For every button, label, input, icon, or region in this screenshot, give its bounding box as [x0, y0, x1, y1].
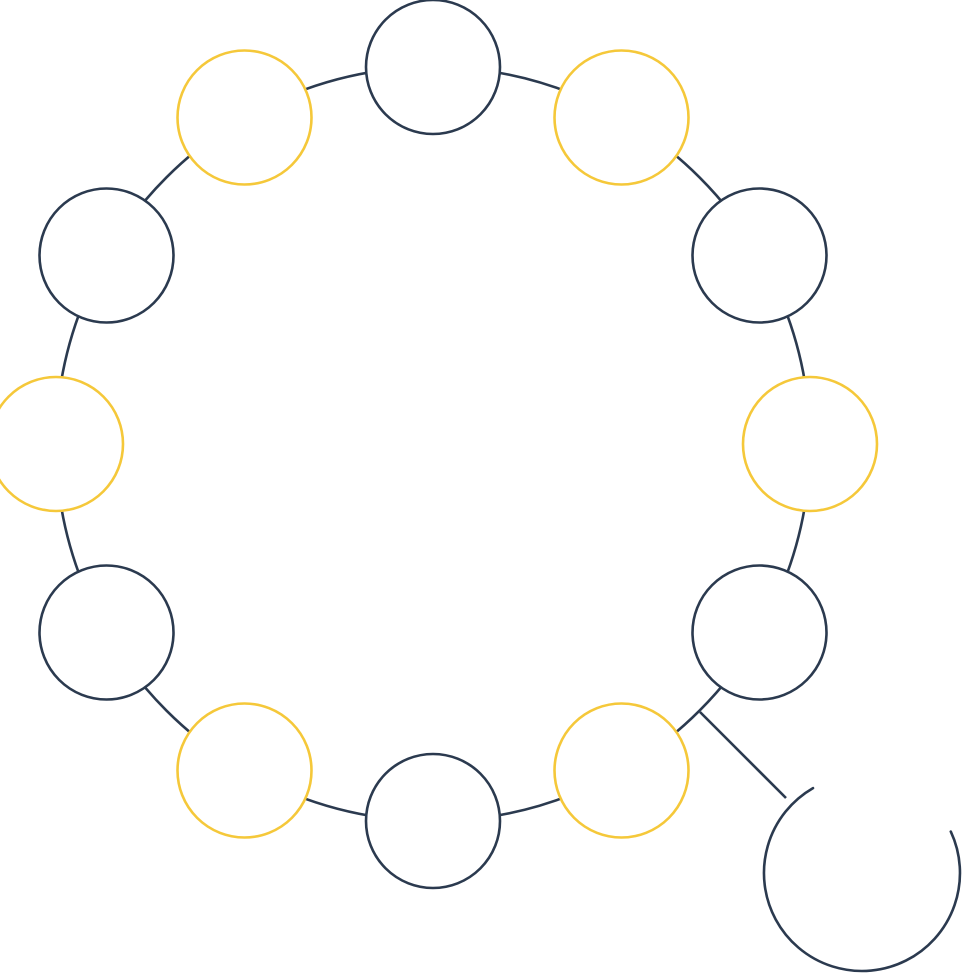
- bead-group: [0, 0, 879, 890]
- bead-10: [0, 375, 125, 513]
- bead-3: [691, 187, 828, 324]
- crescent-pendant: [762, 786, 962, 973]
- string-loop: [54, 65, 812, 823]
- bead-1: [364, 0, 502, 136]
- bead-2: [553, 49, 690, 186]
- bead-4: [741, 375, 879, 513]
- bead-6: [553, 702, 690, 839]
- pendant-group: [699, 711, 962, 973]
- pendant-connector: [699, 711, 787, 799]
- bead-7: [364, 752, 502, 890]
- bead-9: [38, 564, 175, 701]
- bead-11: [38, 187, 175, 324]
- bead-12: [176, 49, 313, 186]
- bead-string: [54, 65, 812, 823]
- bead-5: [691, 564, 828, 701]
- bead-8: [176, 702, 313, 839]
